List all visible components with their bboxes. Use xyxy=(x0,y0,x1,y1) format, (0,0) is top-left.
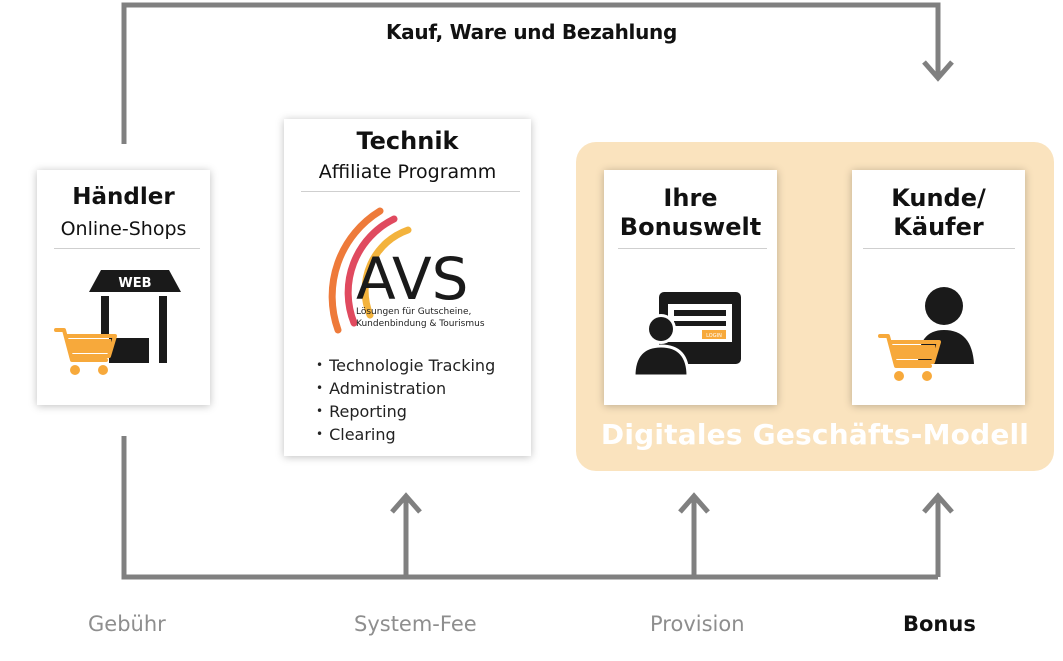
up-arrowhead-bonus xyxy=(922,492,954,514)
avs-logo: AVS xyxy=(328,207,468,334)
digital-business-model-label: Digitales Geschäfts-Modell xyxy=(600,418,1030,451)
up-arrowhead-system-fee xyxy=(390,492,422,514)
label-system-fee: System-Fee xyxy=(354,612,477,636)
up-arrowhead-provision xyxy=(678,492,710,514)
top-flow-line xyxy=(121,2,941,144)
feature-item: Administration xyxy=(316,377,495,400)
technik-feature-list: Technologie Tracking Administration Repo… xyxy=(316,354,495,446)
person-cart-icon xyxy=(878,287,974,381)
bonuswelt-title-line1: Ihre xyxy=(663,184,718,212)
label-bonus: Bonus xyxy=(903,612,976,636)
person-screen-login-icon: LOGIN xyxy=(632,292,741,378)
login-button-text: LOGIN xyxy=(706,333,722,339)
bonuswelt-card: Ihre Bonuswelt LOGIN xyxy=(604,170,777,405)
technik-divider xyxy=(301,191,520,192)
bonuswelt-title-line2: Bonuswelt xyxy=(619,213,762,241)
kunde-divider xyxy=(863,248,1015,249)
label-gebuehr: Gebühr xyxy=(88,612,166,636)
purchase-flow-label: Kauf, Ware und Bezahlung xyxy=(385,20,678,44)
haendler-title: Händler xyxy=(72,184,175,210)
bottom-flow-line xyxy=(121,436,938,580)
label-provision: Provision xyxy=(650,612,745,636)
down-arrowhead xyxy=(922,60,954,82)
haendler-card: Händler Online-Shops WEB xyxy=(37,170,210,405)
technik-title: Technik xyxy=(356,127,459,155)
haendler-subtitle: Online-Shops xyxy=(60,218,187,240)
feature-item: Clearing xyxy=(316,423,495,446)
technik-subtitle: Affiliate Programm xyxy=(318,161,497,183)
kunde-title-line2: Käufer xyxy=(893,213,984,241)
web-sign-text: WEB xyxy=(118,276,151,291)
kunde-card: Kunde/ Käufer xyxy=(852,170,1025,405)
haendler-divider xyxy=(54,248,200,249)
web-shop-cart-icon: WEB xyxy=(54,270,181,375)
bonuswelt-divider xyxy=(618,248,767,249)
feature-item: Technologie Tracking xyxy=(316,354,495,377)
avs-logo-tagline: Lösungen für Gutscheine, Kundenbindung &… xyxy=(356,307,485,329)
kunde-title-line1: Kunde/ xyxy=(891,184,986,212)
avs-logo-text: AVS xyxy=(356,245,468,313)
feature-item: Reporting xyxy=(316,400,495,423)
